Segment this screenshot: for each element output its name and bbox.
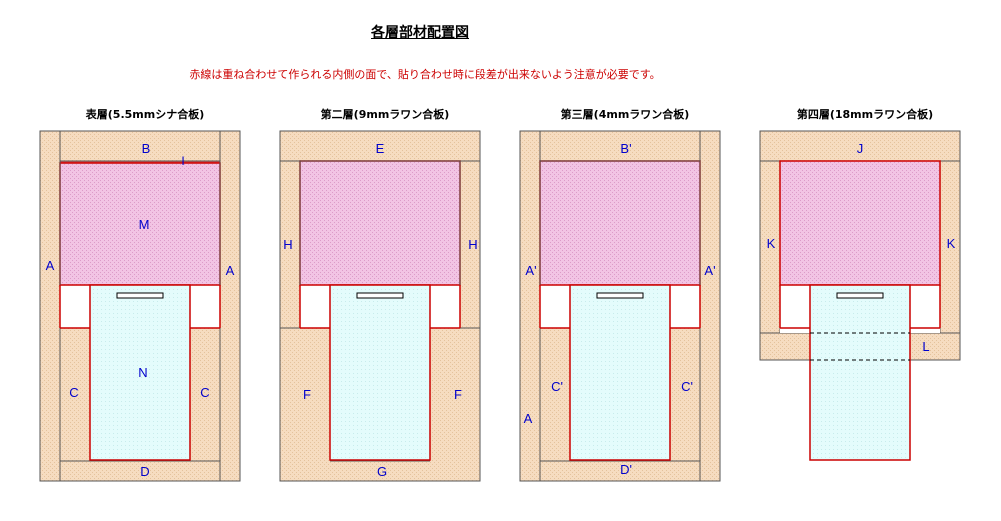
region-pink-4 bbox=[779, 160, 941, 286]
panel-surface: B I M A A N C C D bbox=[39, 130, 241, 482]
label-h-left: H bbox=[283, 237, 292, 252]
label-a-left: A bbox=[46, 258, 55, 273]
label-f-right: F bbox=[454, 387, 462, 402]
slot bbox=[836, 292, 884, 299]
label-a-prime-left: A' bbox=[525, 263, 536, 278]
label-a-right: A bbox=[226, 263, 235, 278]
panel-layer2: E H H F F G bbox=[279, 130, 481, 482]
label-b-prime: B' bbox=[620, 141, 631, 156]
label-d: D bbox=[140, 464, 149, 479]
label-d-prime: D' bbox=[620, 462, 632, 477]
page-title: 各層部材配置図 bbox=[371, 25, 469, 41]
panel-title-surface: 表層(5.5mmシナ合板) bbox=[85, 108, 205, 121]
label-c-prime-left: C' bbox=[551, 379, 563, 394]
slot bbox=[116, 292, 164, 299]
label-c-prime-right: C' bbox=[681, 379, 693, 394]
panel-layer3: B' A' A A' C' C' D' bbox=[519, 130, 721, 482]
label-e: E bbox=[376, 141, 385, 156]
label-m: M bbox=[139, 217, 150, 232]
label-a-lower: A bbox=[524, 411, 533, 426]
region-pink-3 bbox=[539, 160, 701, 286]
label-k-left: K bbox=[767, 236, 776, 251]
label-f-left: F bbox=[303, 387, 311, 402]
board-j bbox=[759, 130, 961, 162]
slot bbox=[356, 292, 404, 299]
label-i: I bbox=[181, 154, 184, 168]
strip-i bbox=[60, 161, 220, 163]
panel-title-layer4: 第四層(18mmラワン合板) bbox=[796, 108, 934, 121]
panel-layer4: J K K L bbox=[759, 130, 961, 461]
label-n: N bbox=[138, 365, 147, 380]
label-j: J bbox=[857, 141, 864, 156]
red-line-note: 赤線は重ね合わせて作られる内側の面で、貼り合わせ時に段差が出来ないよう注意が必要… bbox=[189, 68, 661, 81]
label-a-prime-right: A' bbox=[704, 263, 715, 278]
label-l: L bbox=[922, 339, 929, 354]
slot bbox=[596, 292, 644, 299]
label-k-right: K bbox=[947, 236, 956, 251]
region-pink-2 bbox=[299, 160, 461, 286]
label-b: B bbox=[142, 141, 151, 156]
label-c-left: C bbox=[69, 385, 78, 400]
panel-title-layer3: 第三層(4mmラワン合板) bbox=[560, 108, 690, 121]
region-cyan-2 bbox=[329, 284, 431, 461]
region-cyan-3 bbox=[569, 284, 671, 461]
label-g: G bbox=[377, 464, 387, 479]
region-n bbox=[89, 284, 191, 461]
label-c-right: C bbox=[200, 385, 209, 400]
panel-title-layer2: 第二層(9mmラワン合板) bbox=[320, 108, 450, 121]
region-cyan-4 bbox=[809, 284, 911, 461]
label-h-right: H bbox=[468, 237, 477, 252]
